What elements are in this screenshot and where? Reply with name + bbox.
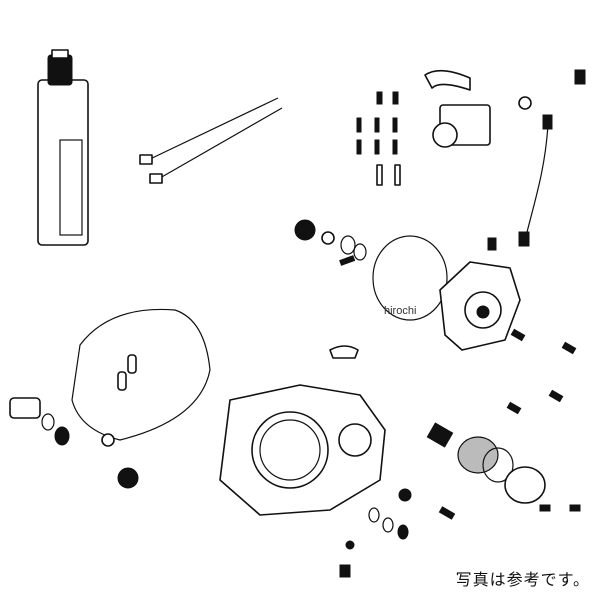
brake-master-cylinder (424, 69, 586, 148)
bolt-set (356, 91, 401, 186)
reference-photo-caption: 写真は参考です。 (455, 570, 590, 589)
cover-gasket (71, 308, 211, 441)
cable-ties (139, 97, 283, 184)
watermark: hirochi (384, 305, 417, 317)
shaft-and-seals (9, 397, 139, 489)
large-o-ring (372, 235, 448, 321)
oil-filter-set (426, 422, 546, 504)
loose-bolts (339, 328, 581, 578)
brake-hose (518, 114, 553, 247)
crankcase-cover (219, 345, 386, 516)
oil-bottle (37, 49, 89, 246)
dowel-pins (117, 354, 137, 391)
bearing-and-o-rings (294, 219, 367, 266)
pump-cover (439, 237, 521, 351)
